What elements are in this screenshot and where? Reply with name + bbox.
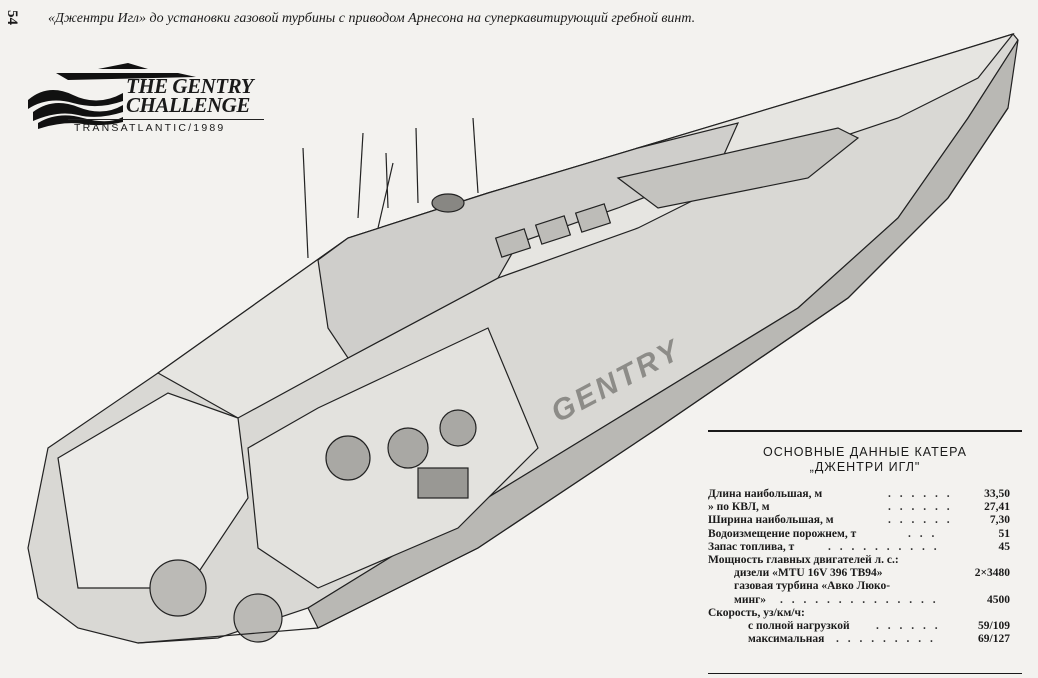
aft-cockpit [57,392,249,589]
spec-row: Ширина наибольшая, м. . . . . .7,30 [708,514,1010,527]
gearbox [417,467,469,499]
spec-row: » по КВЛ, м. . . . . .27,41 [708,501,1010,514]
logo-waves-icon [28,63,196,129]
antenna [357,132,364,219]
spec-row: Водоизмещение порожнем, т. . .51 [708,527,1010,540]
page-number: 54 [4,10,20,25]
stern-drive [233,593,283,643]
specs-panel: ОСНОВНЫЕ ДАННЫЕ КАТЕРА „ДЖЕНТРИ ИГЛ" Дли… [708,430,1022,674]
specs-bottom-rule [708,672,1022,674]
antenna [472,117,479,194]
spec-row: Мощность главных двигателей л. с.: [708,553,899,566]
spec-row: Скорость, уз/км/ч: [708,606,805,619]
antenna [302,147,309,259]
figure-caption: «Джентри Игл» до установки газовой турби… [48,11,696,26]
engine-block [387,427,429,469]
logo-title: THE GENTRY CHALLENGE [126,74,254,117]
keel-line [137,107,1009,644]
specs-subtitle: „ДЖЕНТРИ ИГЛ" [809,460,921,474]
spec-row: дизели «MTU 16V 396 TB94»2×3480 [734,567,1010,580]
spec-row: с полной нагрузкой. . . . . .59/109 [748,619,1010,632]
spec-row: газовая турбина «Авко Люко- [734,580,891,593]
boat-cutaway-illustration: GENTRY [27,32,1019,644]
stern-drive [149,559,207,617]
logo-divider [68,119,264,120]
antenna [385,152,389,209]
specs-top-rule [708,430,1022,432]
specs-title: ОСНОВНЫЕ ДАННЫЕ КАТЕРА [763,445,967,459]
cabin-window [534,215,572,245]
spec-row: максимальная. . . . . . . . .69/127 [748,633,1010,646]
radar-dome [431,193,465,213]
cabin-window [494,228,532,258]
cabin-window [574,203,612,233]
spec-row: Запас топлива, т. . . . . . . . . .45 [708,540,1010,553]
logo-subtitle: TRANSATLANTIC/1989 [74,122,226,134]
mast [377,162,394,229]
engine-block [325,435,371,481]
specs-table: Длина наибольшая, м. . . . . .33,50 » по… [708,488,1022,646]
antenna [415,127,419,204]
engine-block [439,409,477,447]
foredeck-panel [616,127,860,209]
spec-row: Длина наибольшая, м. . . . . .33,50 [708,488,1010,500]
gentry-challenge-logo: THE GENTRY CHALLENGE TRANSATLANTIC/1989 [28,55,273,140]
spec-row: минг». . . . . . . . . . . . . .4500 [734,593,1010,606]
